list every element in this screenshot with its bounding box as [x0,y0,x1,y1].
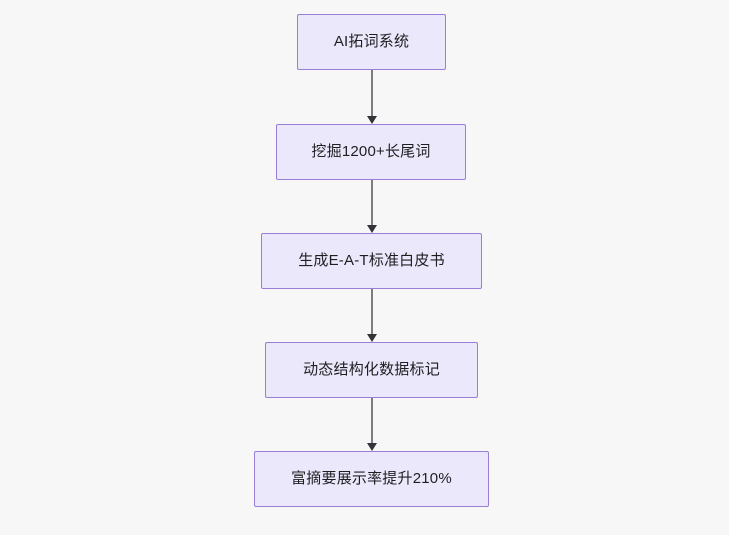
flow-node-ai-keyword-system[interactable]: AI拓词系统 [297,14,446,70]
arrowhead-icon [367,443,377,451]
flow-node-label: AI拓词系统 [333,33,410,51]
connector-line [371,180,373,225]
arrowhead-icon [367,116,377,124]
flow-node-label: 挖掘1200+长尾词 [311,143,431,161]
flow-node-longtail-keywords[interactable]: 挖掘1200+长尾词 [276,124,466,180]
connector-line [371,289,373,334]
flow-node-label: 富摘要展示率提升210% [291,470,452,488]
arrowhead-icon [367,334,377,342]
flow-node-structured-data-markup[interactable]: 动态结构化数据标记 [265,342,478,398]
arrowhead-icon [367,225,377,233]
connector-line [371,398,373,443]
flow-node-eat-whitepaper[interactable]: 生成E-A-T标准白皮书 [261,233,482,289]
flow-node-label: 动态结构化数据标记 [303,361,440,379]
connector-line [371,70,373,116]
flow-node-rich-snippet-result[interactable]: 富摘要展示率提升210% [254,451,489,507]
flow-node-label: 生成E-A-T标准白皮书 [298,252,445,270]
